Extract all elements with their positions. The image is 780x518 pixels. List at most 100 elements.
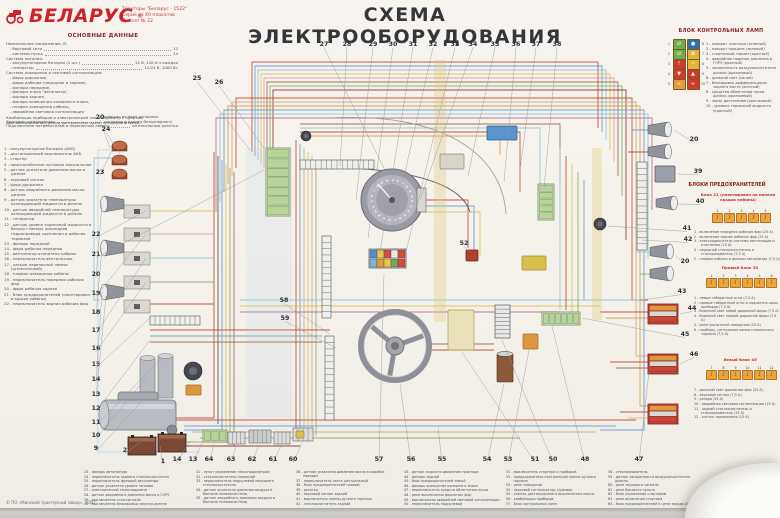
lamp-cell: ≈ [672,78,686,90]
legend-item: 3 - стояночный тормоз (красный) [706,51,770,56]
legend-item: 4 - ближний свет правой дорожной фары (7… [694,314,777,323]
legend-item: 5 - реле указателей поворотов (15 А) [694,322,761,327]
callout-number: 25 [193,75,202,82]
legend-item: 15 - вентилятор отопителя кабины [4,251,77,257]
callout-number: 18 [92,309,101,316]
fuse-number: 5 [758,274,761,278]
legend-item: 57 - блок контрольных ламп [506,501,557,506]
legend-item: 1 - левые габаритные огни (7,5 А) [694,296,755,300]
brand-name: БЕЛАРУС [29,5,133,27]
legend-item: 4 - аварийное падение давления в ГОРУ (к… [706,56,772,66]
callout-number: 26 [215,79,224,86]
callout-number: 13 [92,391,101,398]
callout-number: 59 [281,315,290,322]
spec-line: - аккумуляторные батареи (2 шт.)12 В, 12… [6,60,178,66]
lamp-cell: ~ [686,58,700,70]
lamp-cell: ▼ [672,68,686,80]
fuse-cell: ∫ [748,213,759,223]
legend-item: 28 - датчик аварийного давления масла в … [84,493,170,498]
fuse-cell: ∫ [736,213,747,223]
legend-item: 9 - запас дизтоплива (оранжевый) [706,99,772,104]
fuse-cell: ∫ [760,213,771,223]
fuse-cell: ∫ [718,370,729,380]
lamp-cell: ⇄ [672,38,686,50]
legend-item: 61 - реле бокового пульта [608,487,655,492]
fuse-cell: ∫ [766,278,777,288]
control-lamp-row: 3!~8 [666,58,706,70]
fuse-number: 6 [770,274,773,278]
basic-data-note: Комбинация приборов и электрический тахо… [6,115,143,125]
legend-item: 12 - сигнал торможения (15 А) [694,415,749,420]
poster-subtitle: Тракторы "Беларус - 1522"Серия из 40 пла… [122,7,222,26]
legend-item: 41 - выключатель лампы ручного тормоза [296,497,372,502]
legend-item: 62 - блок управления стартером [608,492,667,497]
legend-item: 59 - датчик засоренности воздухоочистите… [608,474,691,483]
scan-edge [0,508,780,518]
callout-number: 16 [92,345,101,352]
lamp-number: 8 [701,62,705,66]
copyright: © ПО «Минский тракторный завод», 2000 [6,500,95,505]
fuse-number: 11 [757,366,762,370]
callout-number: 53 [504,456,513,463]
legend-item: 63 - реле включения стартера [608,497,663,502]
spec-line: Система питания: [6,55,44,61]
spec-line: - плафон освещения кабины, [6,103,70,109]
legend-item: 4 - передний стеклоочиститель и стеклоом… [694,248,755,257]
lamp-number: 3 [667,62,671,66]
legend-item: 9 - резерв (25 А) [694,397,724,402]
callout-number: 23 [96,169,105,176]
spec-line: - фары дорожные, [6,74,48,80]
fuse-cell: ∫ [706,370,717,380]
lamp-number: 7 [701,52,705,56]
callout-number: 62 [248,456,257,463]
spec-line: - фары рабочие (передние и задние), [6,79,87,85]
callout-number: 20 [690,136,699,143]
legend-item: 20 - фара рабочая задняя [4,286,57,292]
legend-item: 60 - реле звукового сигнала [608,483,659,488]
legend-item: 50 - переключатель подрулевой [404,502,463,507]
fuse-number: 3 [740,209,743,213]
spec-line: - фонари знака "автопоезд", [6,89,69,95]
fuse-number: 1 [716,209,719,213]
fuse-strip: 7∫8∫9∫10∫11∫12∫ [706,366,778,380]
spec-line: Номинальное напряжение, В: [6,41,68,46]
legend-item: 7 - блокировка дифференциала заднего мос… [706,80,767,89]
lamp-cell: ! [672,58,686,70]
callout-number: 55 [438,456,447,463]
legend-item: 37 - переключатель света центральный [296,478,368,483]
callout-number: 39 [694,168,703,175]
fuse-number: 3 [734,274,737,278]
lamp-cell: ⊕ [686,48,700,60]
legend-item: 45 - блок предохранителей левый [404,479,466,484]
legend-item: 54 - звуковой сигнализатор (зуммер) [506,487,573,492]
fuse-cell: ∫ [742,278,753,288]
callout-number: 2 [123,447,127,454]
fuse-cell: ∫ [718,278,729,288]
legend-item: 8 - звуковой сигнал (7,5 А) [694,392,742,397]
legend-item: 26 - датчик указателя уровня топлива [84,483,154,488]
callout-number: 9 [94,445,98,452]
callout-number: 19 [92,290,101,297]
fuse-block-title: Блок 21 (смонтирован на панели крыши каб… [700,192,776,202]
lamp-number: 2 [667,52,671,56]
subtitle-line: Серия из 40 плакатов [122,13,175,19]
fuse-cell: ∫ [742,370,753,380]
fuse-blocks-heading: БЛОКИ ПРЕДОХРАНИТЕЛЕЙ [688,183,766,188]
legend-item: 31 - пульт управления тахоспидометром [196,470,270,474]
callout-number: 50 [549,456,558,463]
lamp-number: 6 [701,42,705,46]
fuse-number: 9 [734,366,737,370]
legend-item: 64 - блок предохранителей в цепи заряда … [608,501,692,506]
legend-item: 49 - выключатель аварийной световой сигн… [404,497,500,502]
registered-mark: ® [136,12,143,20]
fuse-legend: 1 - включение передних рабочих фар (25 А… [694,230,780,262]
spec-line: - фонари передние, [6,84,51,90]
